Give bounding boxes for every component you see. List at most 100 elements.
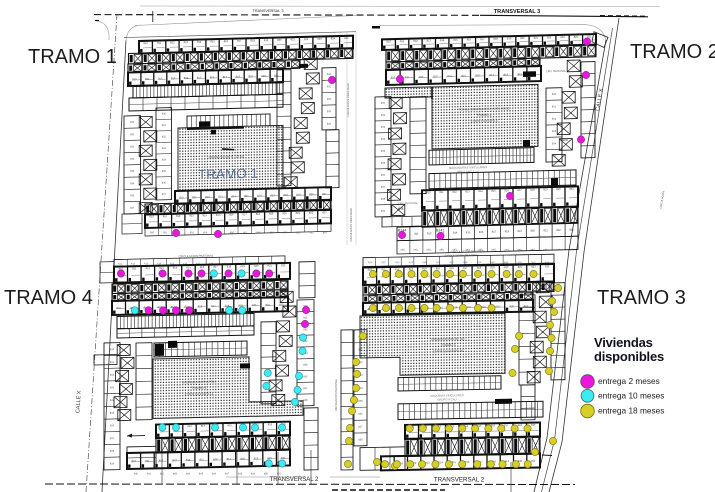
svg-text:822: 822 bbox=[556, 228, 561, 232]
svg-text:815: 815 bbox=[200, 457, 205, 461]
svg-text:833: 833 bbox=[303, 340, 308, 343]
svg-text:813: 813 bbox=[189, 213, 194, 217]
svg-text:820: 820 bbox=[556, 187, 561, 191]
svg-text:819: 819 bbox=[507, 36, 512, 40]
svg-text:811: 811 bbox=[145, 77, 150, 81]
svg-text:812: 812 bbox=[158, 76, 163, 80]
svg-text:817: 817 bbox=[213, 265, 218, 269]
svg-text:820: 820 bbox=[282, 211, 287, 215]
svg-text:CALLE X: CALLE X bbox=[75, 390, 83, 413]
svg-text:814: 814 bbox=[422, 267, 427, 271]
svg-text:TRAMO 1: TRAMO 1 bbox=[28, 46, 117, 68]
svg-text:814: 814 bbox=[173, 265, 178, 269]
svg-text:836: 836 bbox=[381, 174, 386, 177]
svg-text:821: 821 bbox=[534, 36, 539, 40]
svg-text:811: 811 bbox=[163, 214, 168, 218]
svg-text:M0L: M0L bbox=[557, 248, 562, 251]
svg-text:831: 831 bbox=[358, 348, 363, 351]
svg-text:813: 813 bbox=[172, 458, 177, 462]
svg-text:837: 837 bbox=[358, 425, 363, 428]
svg-text:ETAPA 15 A ETAPA 20: ETAPA 15 A ETAPA 20 bbox=[433, 349, 463, 354]
svg-text:817: 817 bbox=[237, 39, 242, 43]
svg-text:817: 817 bbox=[490, 73, 495, 77]
svg-text:disponibles: disponibles bbox=[594, 349, 664, 364]
svg-text:833: 833 bbox=[130, 158, 135, 161]
svg-text:819: 819 bbox=[505, 459, 510, 463]
svg-text:815: 815 bbox=[491, 189, 496, 193]
svg-text:URBANIZACION N 107 MZ: URBANIZACION N 107 MZ bbox=[208, 154, 245, 159]
svg-text:832: 832 bbox=[552, 118, 557, 121]
svg-text:830: 830 bbox=[110, 348, 115, 351]
svg-text:863: 863 bbox=[323, 231, 328, 234]
svg-text:A27: A27 bbox=[449, 261, 454, 264]
svg-text:815: 815 bbox=[210, 39, 215, 43]
svg-text:TRAMO 2: TRAMO 2 bbox=[630, 41, 715, 63]
svg-text:A11: A11 bbox=[118, 262, 123, 265]
svg-text:835: 835 bbox=[303, 364, 308, 367]
svg-text:822: 822 bbox=[304, 37, 309, 41]
svg-text:814: 814 bbox=[478, 189, 483, 193]
svg-text:854: 854 bbox=[203, 231, 208, 234]
svg-text:838: 838 bbox=[110, 450, 115, 453]
svg-text:817: 817 bbox=[227, 457, 232, 461]
svg-text:811: 811 bbox=[132, 266, 137, 270]
svg-text:A30: A30 bbox=[490, 261, 495, 264]
svg-text:812: 812 bbox=[159, 458, 164, 462]
svg-text:818: 818 bbox=[227, 264, 232, 268]
svg-text:817: 817 bbox=[270, 193, 275, 197]
svg-text:M0L: M0L bbox=[453, 248, 458, 251]
svg-text:B144: B144 bbox=[398, 229, 406, 233]
svg-text:M0L: M0L bbox=[440, 248, 445, 251]
svg-text:821: 821 bbox=[281, 456, 286, 460]
svg-text:825: 825 bbox=[344, 36, 349, 40]
svg-text:815: 815 bbox=[461, 74, 466, 78]
svg-text:818: 818 bbox=[477, 266, 482, 270]
svg-text:836: 836 bbox=[162, 181, 167, 184]
svg-text:820: 820 bbox=[531, 229, 536, 233]
svg-text:820: 820 bbox=[261, 74, 266, 78]
svg-text:A25: A25 bbox=[422, 261, 427, 264]
svg-text:814: 814 bbox=[203, 213, 208, 217]
svg-text:820: 820 bbox=[267, 456, 272, 460]
svg-text:813: 813 bbox=[425, 461, 430, 465]
svg-text:812: 812 bbox=[413, 39, 418, 43]
svg-text:816: 816 bbox=[450, 266, 455, 270]
svg-text:838: 838 bbox=[303, 399, 308, 402]
svg-text:TRANSVERSAL 2: TRANSVERSAL 2 bbox=[434, 477, 485, 484]
svg-text:816: 816 bbox=[224, 39, 229, 43]
svg-text:812: 812 bbox=[427, 231, 432, 235]
svg-text:CIRCULACION: CIRCULACION bbox=[658, 191, 665, 209]
svg-text:821: 821 bbox=[544, 228, 549, 232]
svg-text:839: 839 bbox=[110, 462, 115, 465]
svg-text:812: 812 bbox=[146, 266, 151, 270]
svg-text:832: 832 bbox=[130, 145, 135, 148]
svg-text:813: 813 bbox=[427, 38, 432, 42]
svg-text:TRANSVERSAL 3: TRANSVERSAL 3 bbox=[253, 9, 284, 13]
svg-text:816: 816 bbox=[198, 304, 203, 308]
svg-text:B-8: B-8 bbox=[398, 207, 403, 211]
svg-text:URBANIZACION MZ 031: URBANIZACION MZ 031 bbox=[431, 337, 465, 342]
svg-text:A13: A13 bbox=[144, 262, 149, 265]
svg-text:M0L: M0L bbox=[531, 248, 536, 251]
svg-text:821: 821 bbox=[531, 459, 536, 463]
svg-text:814: 814 bbox=[453, 230, 458, 234]
svg-text:TRAMO 3: TRAMO 3 bbox=[440, 343, 455, 347]
svg-text:837: 837 bbox=[110, 437, 115, 440]
svg-text:851: 851 bbox=[163, 231, 168, 234]
svg-text:A29: A29 bbox=[477, 261, 482, 264]
svg-text:816: 816 bbox=[200, 265, 205, 269]
svg-text:810: 810 bbox=[119, 267, 124, 271]
svg-text:815: 815 bbox=[216, 213, 221, 217]
svg-text:824: 824 bbox=[574, 35, 579, 39]
svg-text:820: 820 bbox=[309, 192, 314, 196]
svg-text:833: 833 bbox=[162, 147, 167, 150]
svg-text:814: 814 bbox=[197, 40, 202, 44]
svg-text:813: 813 bbox=[218, 194, 223, 198]
svg-text:814: 814 bbox=[447, 74, 452, 78]
svg-text:817: 817 bbox=[492, 229, 497, 233]
svg-text:831: 831 bbox=[110, 361, 115, 364]
svg-text:860: 860 bbox=[283, 231, 288, 234]
svg-text:811: 811 bbox=[381, 267, 386, 271]
svg-text:M0L: M0L bbox=[492, 248, 497, 251]
svg-text:836: 836 bbox=[358, 413, 363, 416]
